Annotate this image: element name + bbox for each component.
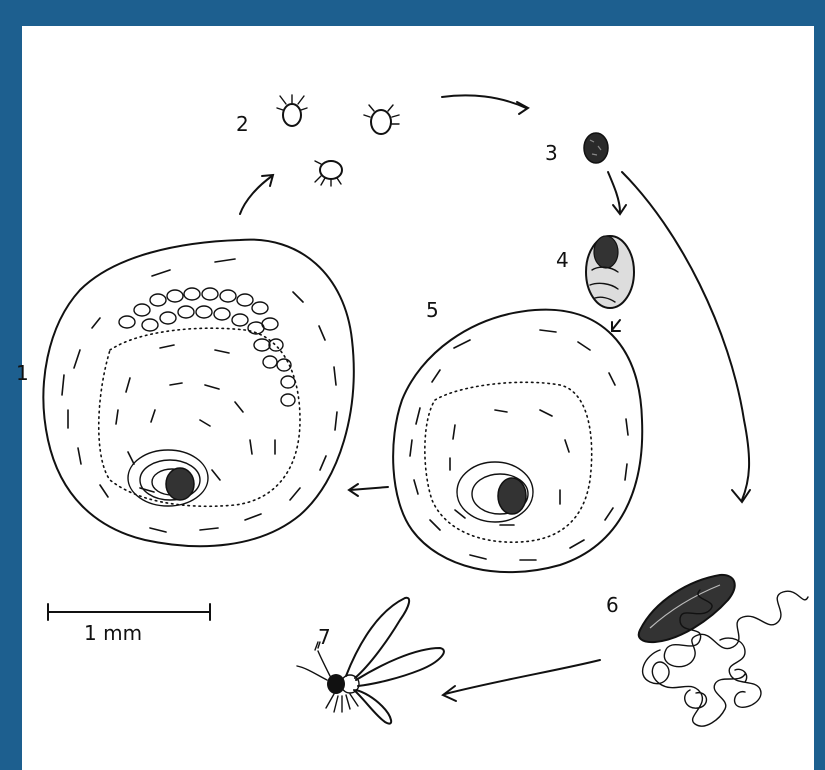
stage-4-early-gall [586, 236, 634, 308]
stage-7-label: 7 [318, 625, 331, 649]
stage-1-gall [43, 240, 353, 547]
stage-4-label: 4 [556, 248, 569, 272]
stage-6-label: 6 [606, 593, 619, 617]
arrow-5-to-1 [349, 484, 388, 496]
stage-7-winged-male [297, 598, 444, 724]
nymph-in-gall-5 [457, 462, 533, 522]
stage-2-crawlers [277, 95, 399, 186]
arrow-1-to-2 [240, 175, 273, 214]
arrow-6-to-7 [443, 660, 600, 701]
nymph-in-gall [128, 450, 208, 506]
scale-bar-label: 1 mm [84, 621, 142, 645]
stage-6-adult-with-wax [639, 575, 808, 726]
stage-3-label: 3 [545, 141, 558, 165]
arrow-3-to-4 [608, 172, 626, 214]
arrow-2-to-3 [442, 95, 528, 114]
stage-5-gall [393, 310, 642, 573]
stage-2-label: 2 [236, 112, 249, 136]
egg-cluster [119, 288, 295, 406]
stage-5-label: 5 [426, 298, 439, 322]
stage-3-settled-nymph [584, 133, 608, 163]
stage-1-label: 1 [16, 361, 29, 385]
arrow-4-small [612, 320, 620, 331]
scale-bar [48, 604, 210, 620]
